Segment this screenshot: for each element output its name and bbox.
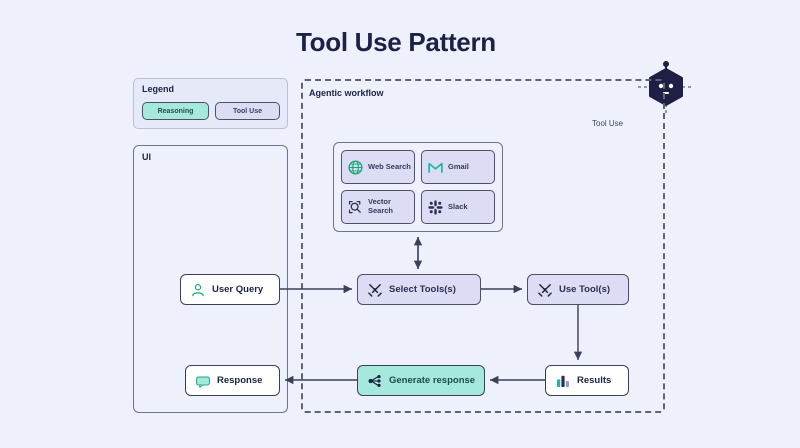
- tools-icon: [368, 283, 382, 297]
- node-generate-response-label: Generate response: [389, 375, 476, 386]
- legend-chip-tool-use-label: Tool Use: [232, 107, 263, 115]
- node-generate-response[interactable]: Generate response: [357, 365, 485, 396]
- tool-card-web-search-label: Web Search: [368, 161, 411, 171]
- legend-chip-reasoning: Reasoning: [142, 102, 209, 120]
- gmail-icon: [428, 162, 443, 173]
- node-user-query[interactable]: User Query: [180, 274, 280, 305]
- tool-card-vector-search-label: Vector Search: [368, 197, 394, 215]
- tool-use-section-label: Tool Use: [592, 119, 624, 128]
- agentic-workflow-panel: [301, 79, 665, 413]
- legend-chip-tool-use: Tool Use: [215, 102, 280, 120]
- tool-card-gmail[interactable]: Gmail: [421, 150, 495, 184]
- tool-card-web-search[interactable]: Web Search: [341, 150, 415, 184]
- slack-icon: [428, 199, 443, 215]
- tool-card-vector-search[interactable]: Vector Search: [341, 190, 415, 224]
- ui-panel-label: UI: [142, 152, 151, 162]
- globe-icon: [348, 159, 363, 175]
- tool-card-gmail-label: Gmail: [448, 161, 469, 171]
- node-select-tools-label: Select Tools(s): [389, 284, 456, 295]
- node-results-label: Results: [577, 375, 612, 386]
- page-title: Tool Use Pattern: [296, 27, 496, 57]
- legend-title: Legend: [142, 84, 175, 94]
- bar-chart-icon: [557, 375, 569, 387]
- chat-icon: [196, 375, 210, 388]
- user-icon: [192, 283, 204, 296]
- node-use-tools-label: Use Tool(s): [559, 284, 611, 295]
- legend-chip-reasoning-label: Reasoning: [157, 107, 194, 115]
- legend-box: Legend Reasoning Tool Use: [133, 78, 288, 129]
- network-icon: [368, 374, 381, 387]
- node-use-tools[interactable]: Use Tool(s): [527, 274, 629, 305]
- tools-icon: [538, 283, 552, 297]
- node-select-tools[interactable]: Select Tools(s): [357, 274, 481, 305]
- node-user-query-label: User Query: [212, 284, 264, 295]
- tool-card-slack-label: Slack: [448, 201, 468, 211]
- node-response-label: Response: [217, 375, 263, 386]
- node-results[interactable]: Results: [545, 365, 629, 396]
- agentic-workflow-label: Agentic workflow: [309, 88, 384, 98]
- tool-card-slack[interactable]: Slack: [421, 190, 495, 224]
- tools-panel: Web Search Gmail Vector Search: [333, 142, 503, 232]
- vector-search-icon: [348, 200, 361, 213]
- node-response[interactable]: Response: [185, 365, 280, 396]
